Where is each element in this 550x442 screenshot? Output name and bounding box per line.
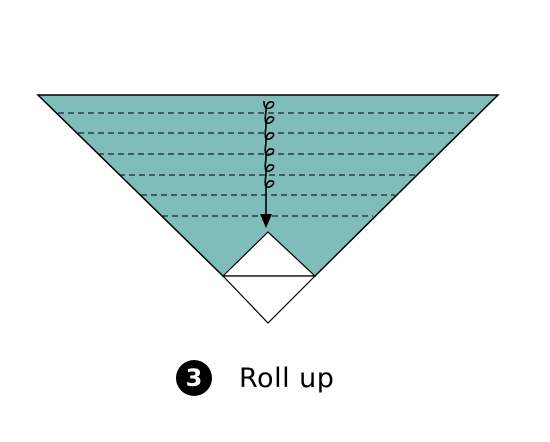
roll-arrow-icon [260,100,275,228]
step-caption: 3 Roll up [176,358,334,398]
step-number-badge: 3 [176,360,212,396]
step-label: Roll up [239,362,335,394]
paper-bottom-tip [221,275,317,324]
arrow-head [260,214,272,228]
roll-arrow-path [263,100,275,216]
